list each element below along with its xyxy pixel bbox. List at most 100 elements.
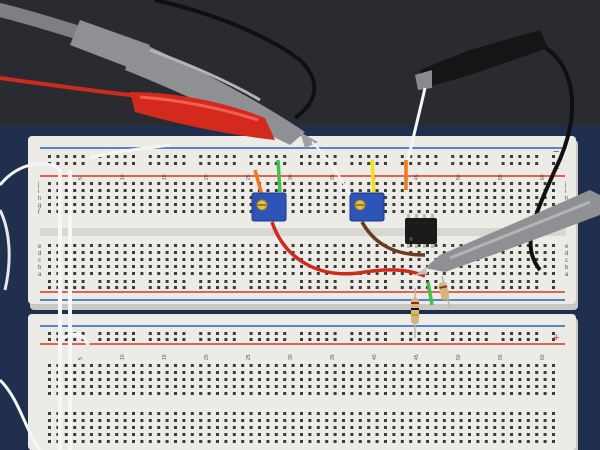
breadboard-hole	[64, 338, 68, 341]
breadboard-hole	[232, 332, 236, 335]
breadboard-hole	[409, 385, 413, 388]
breadboard-hole	[241, 419, 245, 422]
rail-plus-label-lower: +	[553, 332, 559, 344]
breadboard-hole	[552, 332, 555, 335]
breadboard-hole	[98, 385, 102, 388]
breadboard-hole	[342, 426, 345, 429]
breadboard-hole	[199, 364, 203, 367]
breadboard-hole	[106, 332, 110, 335]
breadboard-hole	[468, 189, 471, 192]
breadboard-hole	[552, 385, 555, 388]
breadboard-hole	[375, 364, 379, 367]
breadboard-hole	[459, 419, 463, 422]
breadboard-hole	[552, 440, 555, 443]
breadboard-hole	[157, 371, 161, 374]
breadboard-hole	[493, 419, 497, 422]
breadboard-hole	[384, 258, 387, 261]
breadboard-hole	[90, 210, 93, 213]
breadboard-hole	[493, 371, 497, 374]
breadboard-hole	[216, 332, 219, 335]
breadboard-hole	[182, 265, 186, 268]
breadboard-hole	[64, 392, 68, 395]
breadboard-hole	[308, 419, 312, 422]
breadboard-hole	[375, 338, 379, 341]
breadboard-hole	[434, 338, 438, 341]
breadboard-hole	[459, 182, 463, 185]
breadboard-hole	[140, 210, 144, 213]
breadboard-hole	[190, 203, 194, 206]
breadboard-hole	[468, 392, 471, 395]
breadboard-hole	[459, 265, 463, 268]
breadboard-hole	[266, 338, 270, 341]
breadboard-hole	[342, 440, 345, 443]
breadboard-hole	[468, 378, 471, 381]
breadboard-hole	[190, 433, 194, 436]
breadboard-hole	[249, 189, 253, 192]
breadboard-hole	[64, 251, 68, 254]
breadboard-hole	[182, 364, 186, 367]
breadboard-hole	[73, 182, 77, 185]
breadboard-hole	[73, 378, 77, 381]
breadboard-hole	[98, 251, 102, 254]
breadboard-hole	[468, 338, 471, 341]
breadboard-hole	[90, 251, 93, 254]
black-cable-top	[154, 0, 317, 120]
breadboard-hole	[98, 286, 102, 289]
breadboard-hole	[81, 392, 85, 395]
breadboard-hole	[451, 189, 455, 192]
breadboard-hole	[165, 258, 169, 261]
breadboard-hole	[535, 412, 539, 415]
breadboard-hole	[543, 440, 547, 443]
breadboard-hole	[510, 378, 513, 381]
breadboard-hole	[283, 338, 287, 341]
breadboard-hole	[426, 244, 429, 247]
breadboard-hole	[157, 182, 161, 185]
breadboard-hole	[409, 265, 413, 268]
breadboard-hole	[258, 385, 261, 388]
breadboard-hole	[552, 392, 555, 395]
breadboard-hole	[232, 196, 236, 199]
breadboard-hole	[493, 210, 497, 213]
breadboard-hole	[182, 426, 186, 429]
breadboard-hole	[535, 433, 539, 436]
breadboard-hole	[552, 433, 555, 436]
breadboard-hole	[216, 371, 219, 374]
breadboard-hole	[358, 378, 362, 381]
breadboard-hole	[182, 210, 186, 213]
breadboard-hole	[325, 210, 329, 213]
breadboard-hole	[358, 251, 362, 254]
breadboard-hole	[493, 440, 497, 443]
breadboard-hole	[325, 258, 329, 261]
breadboard-hole	[417, 182, 421, 185]
row-letters: jihgfedcbajihgfedcba	[37, 182, 569, 278]
breadboard-hole	[510, 371, 513, 374]
breadboard-hole	[174, 412, 177, 415]
breadboard-hole	[358, 189, 362, 192]
breadboard-hole	[274, 392, 278, 395]
breadboard-hole	[48, 332, 51, 335]
breadboard-hole	[140, 258, 144, 261]
breadboard-hole	[249, 286, 253, 289]
breadboard-hole	[98, 338, 102, 341]
breadboard-hole	[325, 433, 329, 436]
breadboard-hole	[526, 258, 530, 261]
breadboard-hole	[165, 272, 169, 275]
breadboard-hole	[132, 378, 135, 381]
breadboard-hole	[434, 155, 438, 158]
white-wire-from-black-clip	[406, 87, 427, 161]
breadboard-hole	[442, 412, 446, 415]
breadboard-hole	[350, 280, 354, 283]
breadboard-hole	[274, 272, 278, 275]
breadboard-hole	[484, 272, 488, 275]
breadboard-hole	[115, 272, 119, 275]
breadboard-hole	[535, 196, 539, 199]
breadboard-hole	[358, 419, 362, 422]
breadboard-hole	[409, 412, 413, 415]
breadboard-hole	[400, 155, 404, 158]
breadboard-hole	[518, 286, 522, 289]
breadboard-hole	[274, 385, 278, 388]
breadboard-hole	[350, 371, 354, 374]
breadboard-hole	[258, 426, 261, 429]
breadboard-hole	[493, 364, 497, 367]
breadboard-hole	[232, 272, 236, 275]
